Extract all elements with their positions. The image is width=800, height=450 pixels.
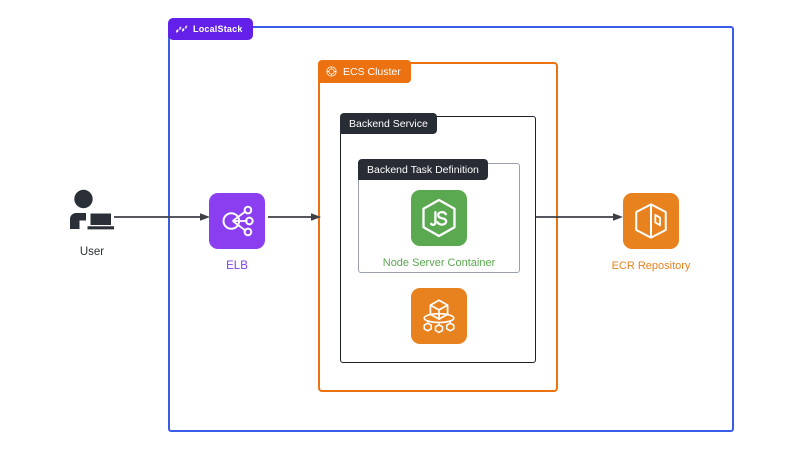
node-ecr-repository: ECR Repository	[612, 193, 690, 272]
backend-service-badge: Backend Service	[340, 113, 437, 134]
localstack-logo-icon	[175, 23, 188, 36]
ecs-cluster-badge-label: ECS Cluster	[343, 65, 401, 78]
node-user: User	[50, 185, 134, 258]
ecs-cluster-icon	[325, 65, 338, 78]
arrow-user-to-elb	[114, 212, 210, 222]
nodejs-icon	[411, 190, 467, 246]
arrow-backend-service-to-ecr	[536, 212, 623, 222]
node-node-server-container-label: Node Server Container	[382, 257, 496, 269]
backend-task-definition-badge: Backend Task Definition	[358, 159, 488, 180]
ecr-cube-icon	[623, 193, 679, 249]
ecs-cluster-badge: ECS Cluster	[318, 60, 411, 83]
node-ecr-repository-label: ECR Repository	[611, 260, 691, 272]
backend-task-definition-badge-label: Backend Task Definition	[367, 163, 479, 176]
node-node-server-container: Node Server Container	[383, 190, 495, 269]
localstack-badge: LocalStack	[168, 18, 253, 40]
localstack-badge-label: LocalStack	[193, 24, 243, 34]
ecs-container-icon	[411, 288, 467, 344]
node-elb-label: ELB	[226, 260, 248, 272]
node-user-label: User	[79, 246, 105, 258]
arrow-elb-to-ecs-cluster	[268, 212, 321, 222]
user-laptop-icon	[62, 185, 122, 237]
backend-service-badge-label: Backend Service	[349, 117, 428, 130]
node-elb: ELB	[209, 193, 265, 272]
elb-icon	[209, 193, 265, 249]
node-ecs-container	[411, 288, 467, 344]
